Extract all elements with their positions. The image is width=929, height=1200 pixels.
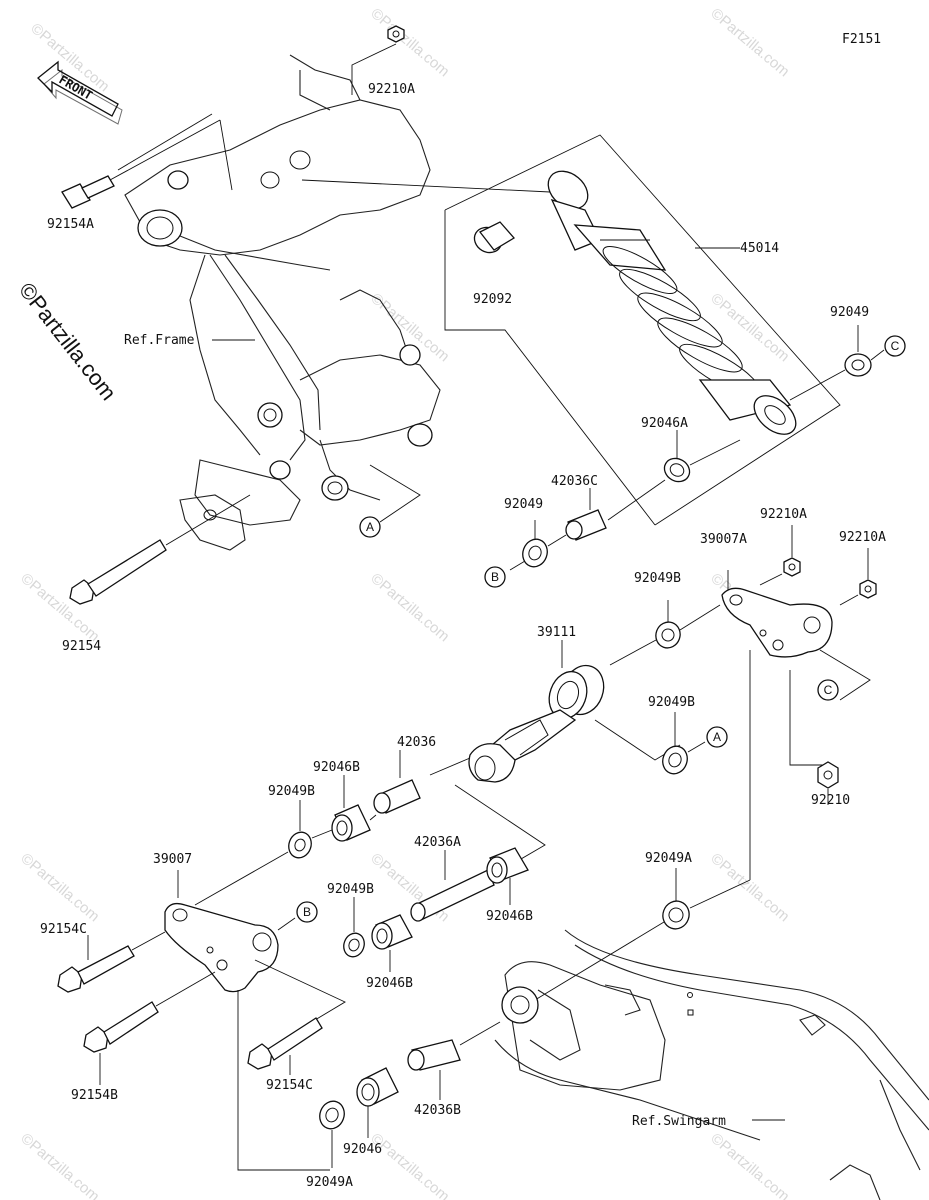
part-label: 92049B [648,695,695,710]
part-label: 92049B [327,882,374,897]
bolt-92154C-lower [247,1017,323,1075]
part-label: 92049 [504,497,543,512]
part-labels: 92210A 92154A 45014 92092 92049 92046A 4… [40,82,886,1190]
seal-92049-b [509,520,567,571]
part-label: 39007A [700,532,747,547]
watermark: ©Partzilla.com [707,5,792,80]
collar-42036A [410,850,495,922]
bearing-92046B-upper [331,775,377,842]
part-label: 45014 [740,241,779,256]
part-label: 92210 [811,793,850,808]
part-label: 42036A [414,835,461,850]
collar-42036B [407,1021,501,1100]
part-label: 42036C [551,474,598,489]
watermark: ©Partzilla.com [707,1130,792,1200]
callout-a-lower: A [706,726,728,748]
collar-42036 [373,750,421,814]
watermark: ©Partzilla.com [707,290,792,365]
nut-92210A-top [351,25,405,95]
part-label: 92046B [486,909,533,924]
tie-rod-39111 [429,640,681,881]
callout-b-upper: B [484,566,506,588]
callout-c-label: C [891,339,900,353]
bearing-92046 [356,1067,399,1138]
part-label: 92049 [830,305,869,320]
link-plate-39007A [721,570,871,766]
callout-b-lower: B [296,901,318,923]
part-label: 92046B [366,976,413,991]
part-label: 92049A [306,1175,353,1190]
part-label: 39007 [153,852,192,867]
nut-92210 [817,761,839,805]
callout-c-upper: C [884,335,906,357]
watermark: ©Partzilla.com [17,850,102,925]
watermark: ©Partzilla.com [367,5,452,80]
part-label: 92046A [641,416,688,431]
shock-absorber-45014 [301,134,841,526]
collar-42036C [565,479,666,541]
callout-c-lower: C [817,679,839,701]
seal-92049B-lower [343,897,365,958]
watermark: ©Partzilla.com [367,850,452,925]
callout-a-label: A [366,520,374,534]
ref-frame-label: Ref.Frame [124,333,195,348]
part-label: 92154B [71,1088,118,1103]
seal-92049B-upper [609,600,721,666]
part-label: 92154C [266,1078,313,1093]
bearing-92046A [663,430,741,483]
watermark: ©Partzilla.com [17,570,102,645]
bolt-92154B [83,971,216,1085]
part-label: 92154A [47,217,94,232]
callout-c-label: C [824,683,833,697]
bolt-92154C-upper [57,931,166,993]
bolt-92154A [61,113,233,209]
link-plate-39007 [164,870,346,1171]
callout-b-label: B [303,905,311,919]
part-label: 92046B [313,760,360,775]
partzilla-logo: ©Partzilla.com [14,278,121,405]
watermark: ©Partzilla.com [367,570,452,645]
seal-92049B-left [194,800,333,906]
part-label: 39111 [537,625,576,640]
watermark: ©Partzilla.com [17,1130,102,1200]
collar-92092 [473,221,516,254]
seal-92049-c [789,325,885,401]
part-label: 92154C [40,922,87,937]
bolt-92154 [69,494,251,605]
part-label: 92154 [62,639,101,654]
part-label: 92210A [839,530,886,545]
part-label: 42036B [414,1103,461,1118]
part-label: 42036 [397,735,436,750]
nut-92210A-right [759,525,877,606]
seal-92049A-upper [534,650,751,1001]
part-label: 92210A [368,82,415,97]
part-label: 92046 [343,1142,382,1157]
part-label: 92092 [473,292,512,307]
bearing-92046B-middle [486,847,529,905]
part-label: 92049B [268,784,315,799]
part-label: 92049B [634,571,681,586]
callout-a-upper: A [359,464,421,538]
seal-92049A-lower [319,1100,345,1168]
diagram-code: F2151 [842,32,881,47]
frame-assembly [124,54,441,551]
callout-a-label: A [713,730,721,744]
part-label: 92049A [645,851,692,866]
bearing-92046B-lower [371,914,413,972]
part-label: 92210A [760,507,807,522]
swingarm-assembly [494,929,929,1200]
callout-b-label: B [491,570,499,584]
seal-92049B-middle [662,712,706,775]
ref-swingarm-label: Ref.Swingarm [632,1114,726,1129]
watermark: ©Partzilla.com [367,1130,452,1200]
